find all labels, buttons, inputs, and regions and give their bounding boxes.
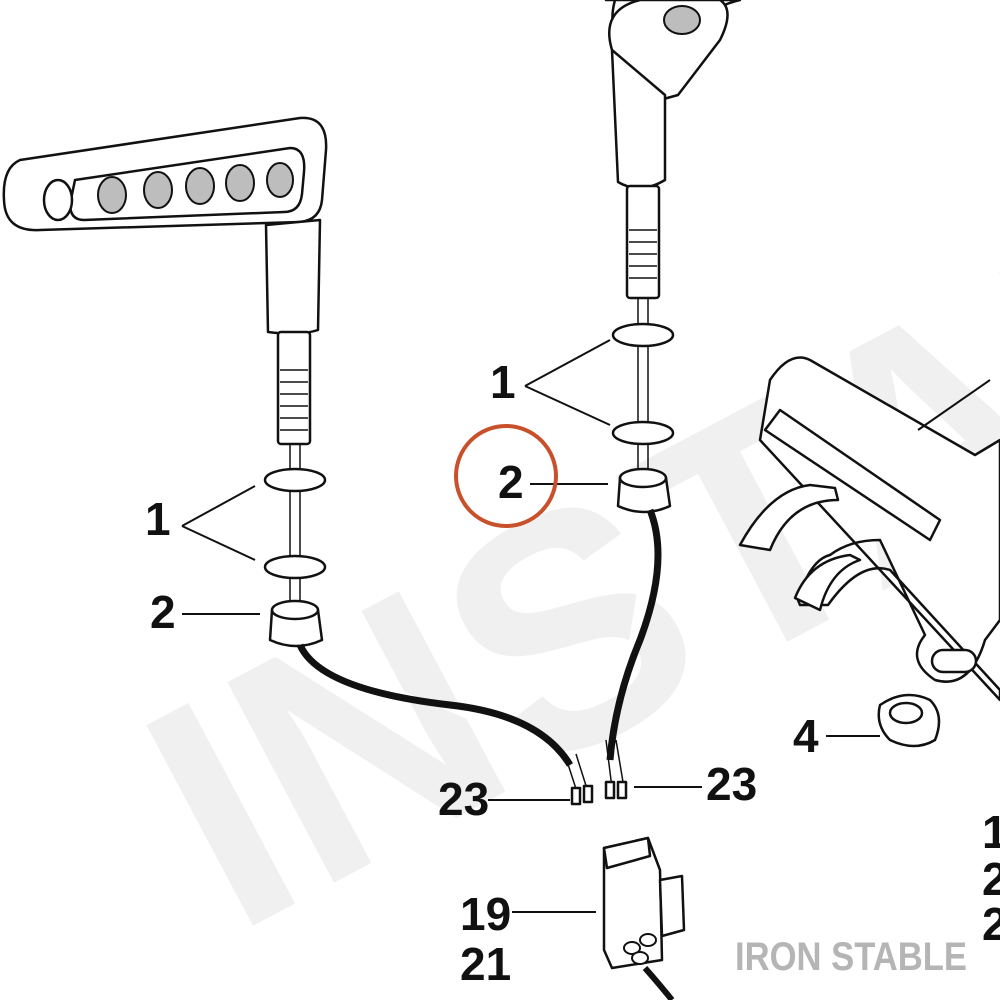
callout-2-left: 2 (150, 586, 176, 638)
callout-1-left: 1 (145, 493, 171, 545)
callout-edge-mid: 2 (982, 853, 1000, 905)
callout-4: 4 (793, 710, 819, 762)
callout-1-right: 1 (490, 356, 516, 408)
callout-edge-top: 1 (982, 806, 1000, 858)
left-turn-signal (2, 116, 594, 806)
highlight-circle (454, 424, 558, 528)
connector-part-19-21 (602, 836, 686, 1000)
callout-23-left: 23 (438, 773, 489, 825)
callout-edge-bot: 2 (982, 898, 1000, 950)
mounting-bracket (738, 356, 1000, 702)
brand-watermark: IRON STABLE (735, 935, 967, 979)
callout-19: 19 (460, 888, 511, 940)
callout-21: 21 (460, 938, 511, 990)
callout-2-right-highlighted: 2 (498, 456, 524, 508)
callout-23-right: 23 (706, 758, 757, 810)
right-turn-signal (604, 0, 742, 800)
leader-lines (181, 339, 880, 913)
grommet-part-4 (877, 693, 941, 748)
